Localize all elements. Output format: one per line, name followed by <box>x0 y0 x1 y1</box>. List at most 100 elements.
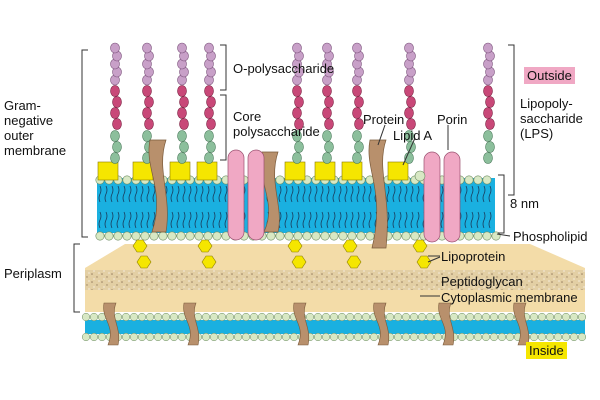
lipid-a-block <box>97 161 119 181</box>
core-bead <box>177 152 187 164</box>
cytoplasmic-head-bead <box>553 312 563 322</box>
lipid-tail <box>344 185 348 203</box>
o-chain-bead <box>112 118 122 130</box>
o-chain-bead <box>292 42 302 54</box>
cytoplasmic-head-bead <box>473 312 483 322</box>
cytoplasmic-protein <box>438 302 455 346</box>
lipid-tail <box>110 211 114 229</box>
lipid-tail <box>320 185 324 203</box>
lipid-tail <box>476 185 480 203</box>
cytoplasmic-head-bead <box>321 312 331 322</box>
phospholipid-bead <box>140 231 150 241</box>
o-chain-bead <box>142 85 152 97</box>
core-bead <box>485 141 495 153</box>
o-chain-bead <box>144 96 154 108</box>
o-chain-bead <box>406 118 416 130</box>
phospholipid-bead <box>194 231 204 241</box>
core-bead <box>204 130 214 142</box>
cytoplasmic-head-bead <box>497 312 507 322</box>
cytoplasmic-head-bead <box>353 312 363 322</box>
o-chain-bead <box>179 118 189 130</box>
o-chain-bead <box>177 85 187 97</box>
o-chain-bead <box>294 96 304 108</box>
lipid-tail <box>392 211 396 229</box>
o-chain-bead <box>404 42 414 54</box>
lipid-tail <box>98 185 102 203</box>
o-polysaccharide-label: O-polysaccharide <box>233 61 334 76</box>
cytoplasmic-head-bead <box>361 332 371 342</box>
outer-membrane-protein <box>148 139 168 233</box>
cytoplasmic-head-bead <box>153 332 163 342</box>
lipid-tail <box>200 185 204 203</box>
outside-text: Outside <box>527 68 572 83</box>
porin-text: Porin <box>437 112 468 127</box>
cytoplasmic-head-bead <box>569 332 579 342</box>
lipoprotein-text: Lipoprotein <box>441 249 506 264</box>
cytoplasmic-head-bead <box>121 332 131 342</box>
o-chain-bead <box>110 42 120 54</box>
core-bead <box>322 152 332 164</box>
cytoplasmic-protein <box>373 302 390 346</box>
lipid-tail <box>170 211 174 229</box>
o-chain-bead <box>483 85 493 97</box>
peptidoglycan-text: Peptidoglycan <box>441 274 523 289</box>
cytoplasmic-membrane-core <box>85 320 585 334</box>
lipid-tail <box>326 211 330 229</box>
lipid-tail <box>194 185 198 203</box>
core-bead <box>177 130 187 142</box>
o-chain-bead <box>352 107 362 119</box>
core-bead <box>206 141 216 153</box>
lipid-tail <box>146 211 150 229</box>
lipid-tail <box>146 185 150 203</box>
phospholipid-bead <box>203 231 213 241</box>
phospholipid-bead <box>311 231 321 241</box>
core-bracket <box>220 94 227 161</box>
cytoplasmic-head-bead <box>169 312 179 322</box>
lipid-tail <box>440 185 444 203</box>
lipid-tail <box>488 185 492 203</box>
cytoplasmic-head-bead <box>553 332 563 342</box>
o-chain-bead <box>179 96 189 108</box>
head-group-bead <box>122 175 132 185</box>
annotation-lines <box>73 44 515 313</box>
outer-membrane-protein <box>368 139 388 249</box>
lipid-a-block <box>341 161 363 181</box>
cytoplasmic-head-bead <box>361 312 371 322</box>
cytoplasmic-head-bead <box>281 332 291 342</box>
outer-membrane-bracket <box>81 49 88 238</box>
o-chain-bead <box>206 96 216 108</box>
lps-text: Lipopoly- saccharide (LPS) <box>520 96 583 141</box>
cytoplasmic-head-bead <box>289 332 299 342</box>
lipid-tail <box>488 211 492 229</box>
lipid-tail <box>212 185 216 203</box>
head-group-bead <box>275 175 285 185</box>
lipid-tail <box>350 185 354 203</box>
lipid-tail <box>284 185 288 203</box>
lipid-tail <box>398 211 402 229</box>
phospholipid-bead <box>185 231 195 241</box>
cytoplasmic-head-bead <box>161 312 171 322</box>
lipid-tail <box>224 185 228 203</box>
core-bead <box>352 130 362 142</box>
lipid-tail <box>176 185 180 203</box>
cytoplasmic-head-bead <box>401 332 411 342</box>
outer-membrane-text: Gram- negative outer membrane <box>4 98 67 158</box>
lipid-tail <box>290 211 294 229</box>
o-chain-bead <box>354 118 364 130</box>
cytoplasmic-head-bead <box>577 312 587 322</box>
cytoplasmic-head-bead <box>481 332 491 342</box>
core-bead <box>179 141 189 153</box>
cytoplasmic-head-bead <box>273 332 283 342</box>
lipid-tail <box>104 185 108 203</box>
lipid-tail <box>482 211 486 229</box>
o-chain-bead <box>204 42 214 54</box>
phospholipid-bead <box>410 231 420 241</box>
lipid-tail <box>296 211 300 229</box>
lipid-tail <box>338 185 342 203</box>
lipid-tail <box>128 211 132 229</box>
core-bead <box>483 130 493 142</box>
core-bead <box>354 141 364 153</box>
cytoplasmic-head-bead <box>225 332 235 342</box>
lipid-tail <box>332 211 336 229</box>
lipid-tail <box>440 211 444 229</box>
